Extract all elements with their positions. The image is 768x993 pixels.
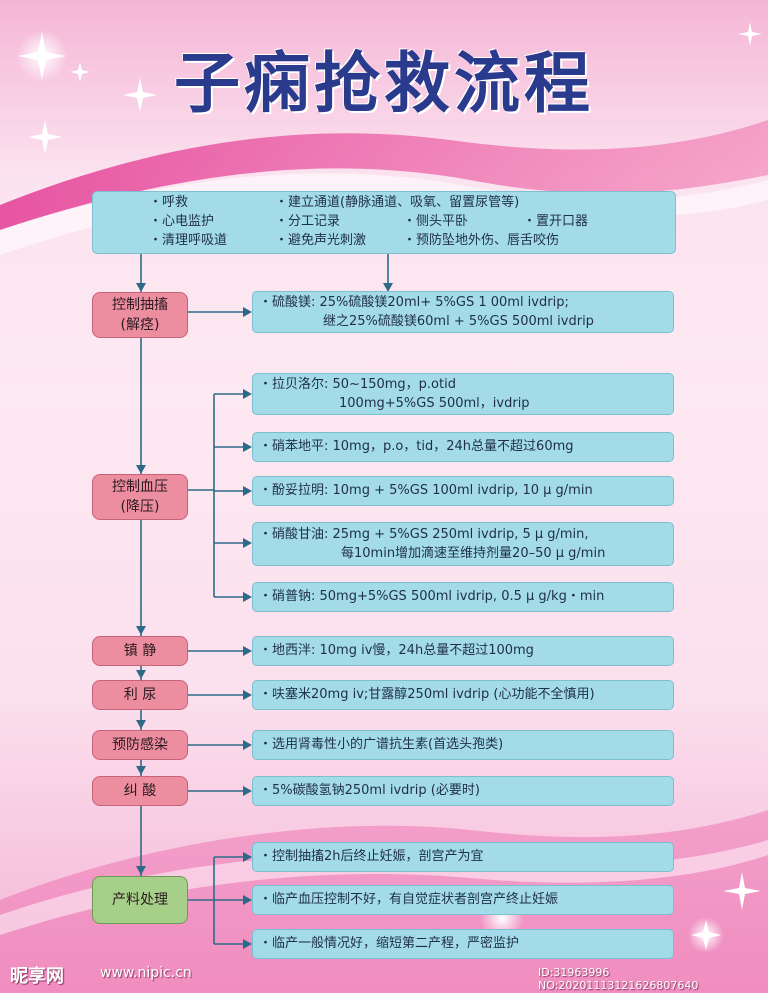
measure-clear-airway: ・清理呼吸道 <box>149 233 228 248</box>
detail-line: ・5%碳酸氢钠250ml ivdrip (必要时) <box>259 783 480 798</box>
page-title: 子痫抢救流程 <box>174 45 594 122</box>
magnesium-sulfate-box: ・硫酸镁: 25%硫酸镁20ml+ 5%GS 1 00ml ivdrip; 继之… <box>252 291 674 333</box>
detail-line: ・控制抽搐2h后终止妊娠，剖宫产为宜 <box>259 849 484 864</box>
measure-call-help: ・呼救 <box>149 195 189 210</box>
sparkle-icon <box>723 872 761 910</box>
glow-dot <box>688 917 724 953</box>
step-prevent-infection: 预防感染 <box>92 730 188 760</box>
detail-line: 每10min增加滴速至维持剂量20–50 μ g/min <box>341 546 606 561</box>
step-control-blood-pressure: 控制血压 (降压) <box>92 474 188 520</box>
sparkle-icon <box>123 78 157 112</box>
step-label: 产料处理 <box>112 892 168 908</box>
detail-line: ・地西泮: 10mg iv慢，24h总量不超过100mg <box>259 643 534 658</box>
step-sublabel: (解痉) <box>120 317 160 333</box>
nitroprusside-box: ・硝普钠: 50mg+5%GS 500ml ivdrip, 0.5 μ g/kg… <box>252 582 674 612</box>
measure-establish-access: ・建立通道(静脉通道、吸氧、留置尿管等) <box>275 195 520 210</box>
step-correct-acidosis: 纠 酸 <box>92 776 188 806</box>
nifedipine-box: ・硝苯地平: 10mg，p.o，tid，24h总量不超过60mg <box>252 432 674 462</box>
step-control-convulsion: 控制抽搐 (解痉) <box>92 292 188 338</box>
step-label: 控制血压 <box>112 479 168 495</box>
arrow-right-icon <box>243 786 252 796</box>
detail-line: ・硫酸镁: 25%硫酸镁20ml+ 5%GS 1 00ml ivdrip; <box>259 295 569 310</box>
phentolamine-box: ・酚妥拉明: 10mg + 5%GS 100ml ivdrip, 10 μ g/… <box>252 476 674 506</box>
furosemide-box: ・呋塞米20mg iv;甘露醇250ml ivdrip (心功能不全慎用) <box>252 680 674 710</box>
measure-division-record: ・分工记录 <box>275 214 341 229</box>
step-label: 纠 酸 <box>123 783 157 799</box>
detail-line: 继之25%硫酸镁60ml + 5%GS 500ml ivdrip <box>323 314 594 329</box>
obstetric-item-box: ・临产血压控制不好，有自觉症状者剖宫产终止妊娠 <box>252 885 674 915</box>
top-wave <box>0 120 768 230</box>
sparkle-icon <box>738 22 762 46</box>
detail-line: ・选用肾毒性小的广谱抗生素(首选头孢类) <box>259 737 504 752</box>
detail-line: ・呋塞米20mg iv;甘露醇250ml ivdrip (心功能不全慎用) <box>259 687 595 702</box>
arrow-right-icon <box>243 646 252 656</box>
detail-line: ・拉贝洛尔: 50~150mg，p.otid <box>259 377 456 392</box>
arrow-down-icon <box>383 283 393 292</box>
watermark-id: ID:31963996 NO:20201113121626807640 <box>538 966 699 992</box>
detail-line: ・硝酸甘油: 25mg + 5%GS 250ml ivdrip, 5 μ g/m… <box>259 527 589 542</box>
arrow-right-icon <box>243 486 252 496</box>
detail-line: 100mg+5%GS 500ml，ivdrip <box>339 396 530 411</box>
arrow-right-icon <box>243 442 252 452</box>
step-obstetric-management: 产料处理 <box>92 876 188 924</box>
arrow-right-icon <box>243 895 252 905</box>
measure-mouth-opener: ・置开口器 <box>523 214 589 229</box>
arrow-down-icon <box>136 465 146 474</box>
arrow-right-icon <box>243 939 252 949</box>
obstetric-item-box: ・临产一般情况好，缩短第二产程，严密监护 <box>252 929 674 959</box>
arrow-right-icon <box>243 592 252 602</box>
sodium-bicarbonate-box: ・5%碳酸氢钠250ml ivdrip (必要时) <box>252 776 674 806</box>
step-sublabel: (降压) <box>120 499 160 515</box>
detail-line: ・临产血压控制不好，有自觉症状者剖宫产终止妊娠 <box>259 892 559 907</box>
arrow-right-icon <box>243 740 252 750</box>
arrow-down-icon <box>136 670 146 679</box>
measure-side-lying: ・侧头平卧 <box>403 214 469 229</box>
step-label: 预防感染 <box>112 737 168 753</box>
detail-line: ・硝苯地平: 10mg，p.o，tid，24h总量不超过60mg <box>259 439 574 454</box>
initial-measures-box: ・呼救 ・建立通道(静脉通道、吸氧、留置尿管等) ・心电监护 ・分工记录 ・侧头… <box>92 191 676 254</box>
obstetric-item-box: ・控制抽搐2h后终止妊娠，剖宫产为宜 <box>252 842 674 872</box>
step-label: 利 尿 <box>123 687 157 703</box>
glow-dot <box>16 30 68 82</box>
watermark-url[interactable]: www.nipic.cn <box>100 965 192 981</box>
arrow-right-icon <box>243 690 252 700</box>
arrow-down-icon <box>136 720 146 729</box>
antibiotic-box: ・选用肾毒性小的广谱抗生素(首选头孢类) <box>252 730 674 760</box>
measure-avoid-stimulus: ・避免声光刺激 <box>275 233 367 248</box>
arrow-down-icon <box>136 626 146 635</box>
arrow-down-icon <box>136 866 146 875</box>
step-label: 镇 静 <box>123 643 157 659</box>
sparkle-icon <box>28 120 62 154</box>
measure-ecg-monitor: ・心电监护 <box>149 214 215 229</box>
arrow-down-icon <box>136 766 146 775</box>
sparkle-icon <box>70 62 90 82</box>
measure-prevent-injury: ・预防坠地外伤、唇舌咬伤 <box>403 233 560 248</box>
detail-line: ・临产一般情况好，缩短第二产程，严密监护 <box>259 936 520 951</box>
arrow-down-icon <box>136 283 146 292</box>
diazepam-box: ・地西泮: 10mg iv慢，24h总量不超过100mg <box>252 636 674 666</box>
arrowheads <box>136 283 393 949</box>
nitroglycerin-box: ・硝酸甘油: 25mg + 5%GS 250ml ivdrip, 5 μ g/m… <box>252 522 674 566</box>
step-label: 控制抽搐 <box>112 297 168 313</box>
arrow-right-icon <box>243 307 252 317</box>
step-sedation: 镇 静 <box>92 636 188 666</box>
step-diuresis: 利 尿 <box>92 680 188 710</box>
watermark-logo: 昵享网 <box>10 966 64 987</box>
arrow-right-icon <box>243 389 252 399</box>
detail-line: ・硝普钠: 50mg+5%GS 500ml ivdrip, 0.5 μ g/kg… <box>259 589 605 604</box>
detail-line: ・酚妥拉明: 10mg + 5%GS 100ml ivdrip, 10 μ g/… <box>259 483 593 498</box>
labetalol-box: ・拉贝洛尔: 50~150mg，p.otid 100mg+5%GS 500ml，… <box>252 373 674 415</box>
arrow-right-icon <box>243 538 252 548</box>
arrow-right-icon <box>243 852 252 862</box>
